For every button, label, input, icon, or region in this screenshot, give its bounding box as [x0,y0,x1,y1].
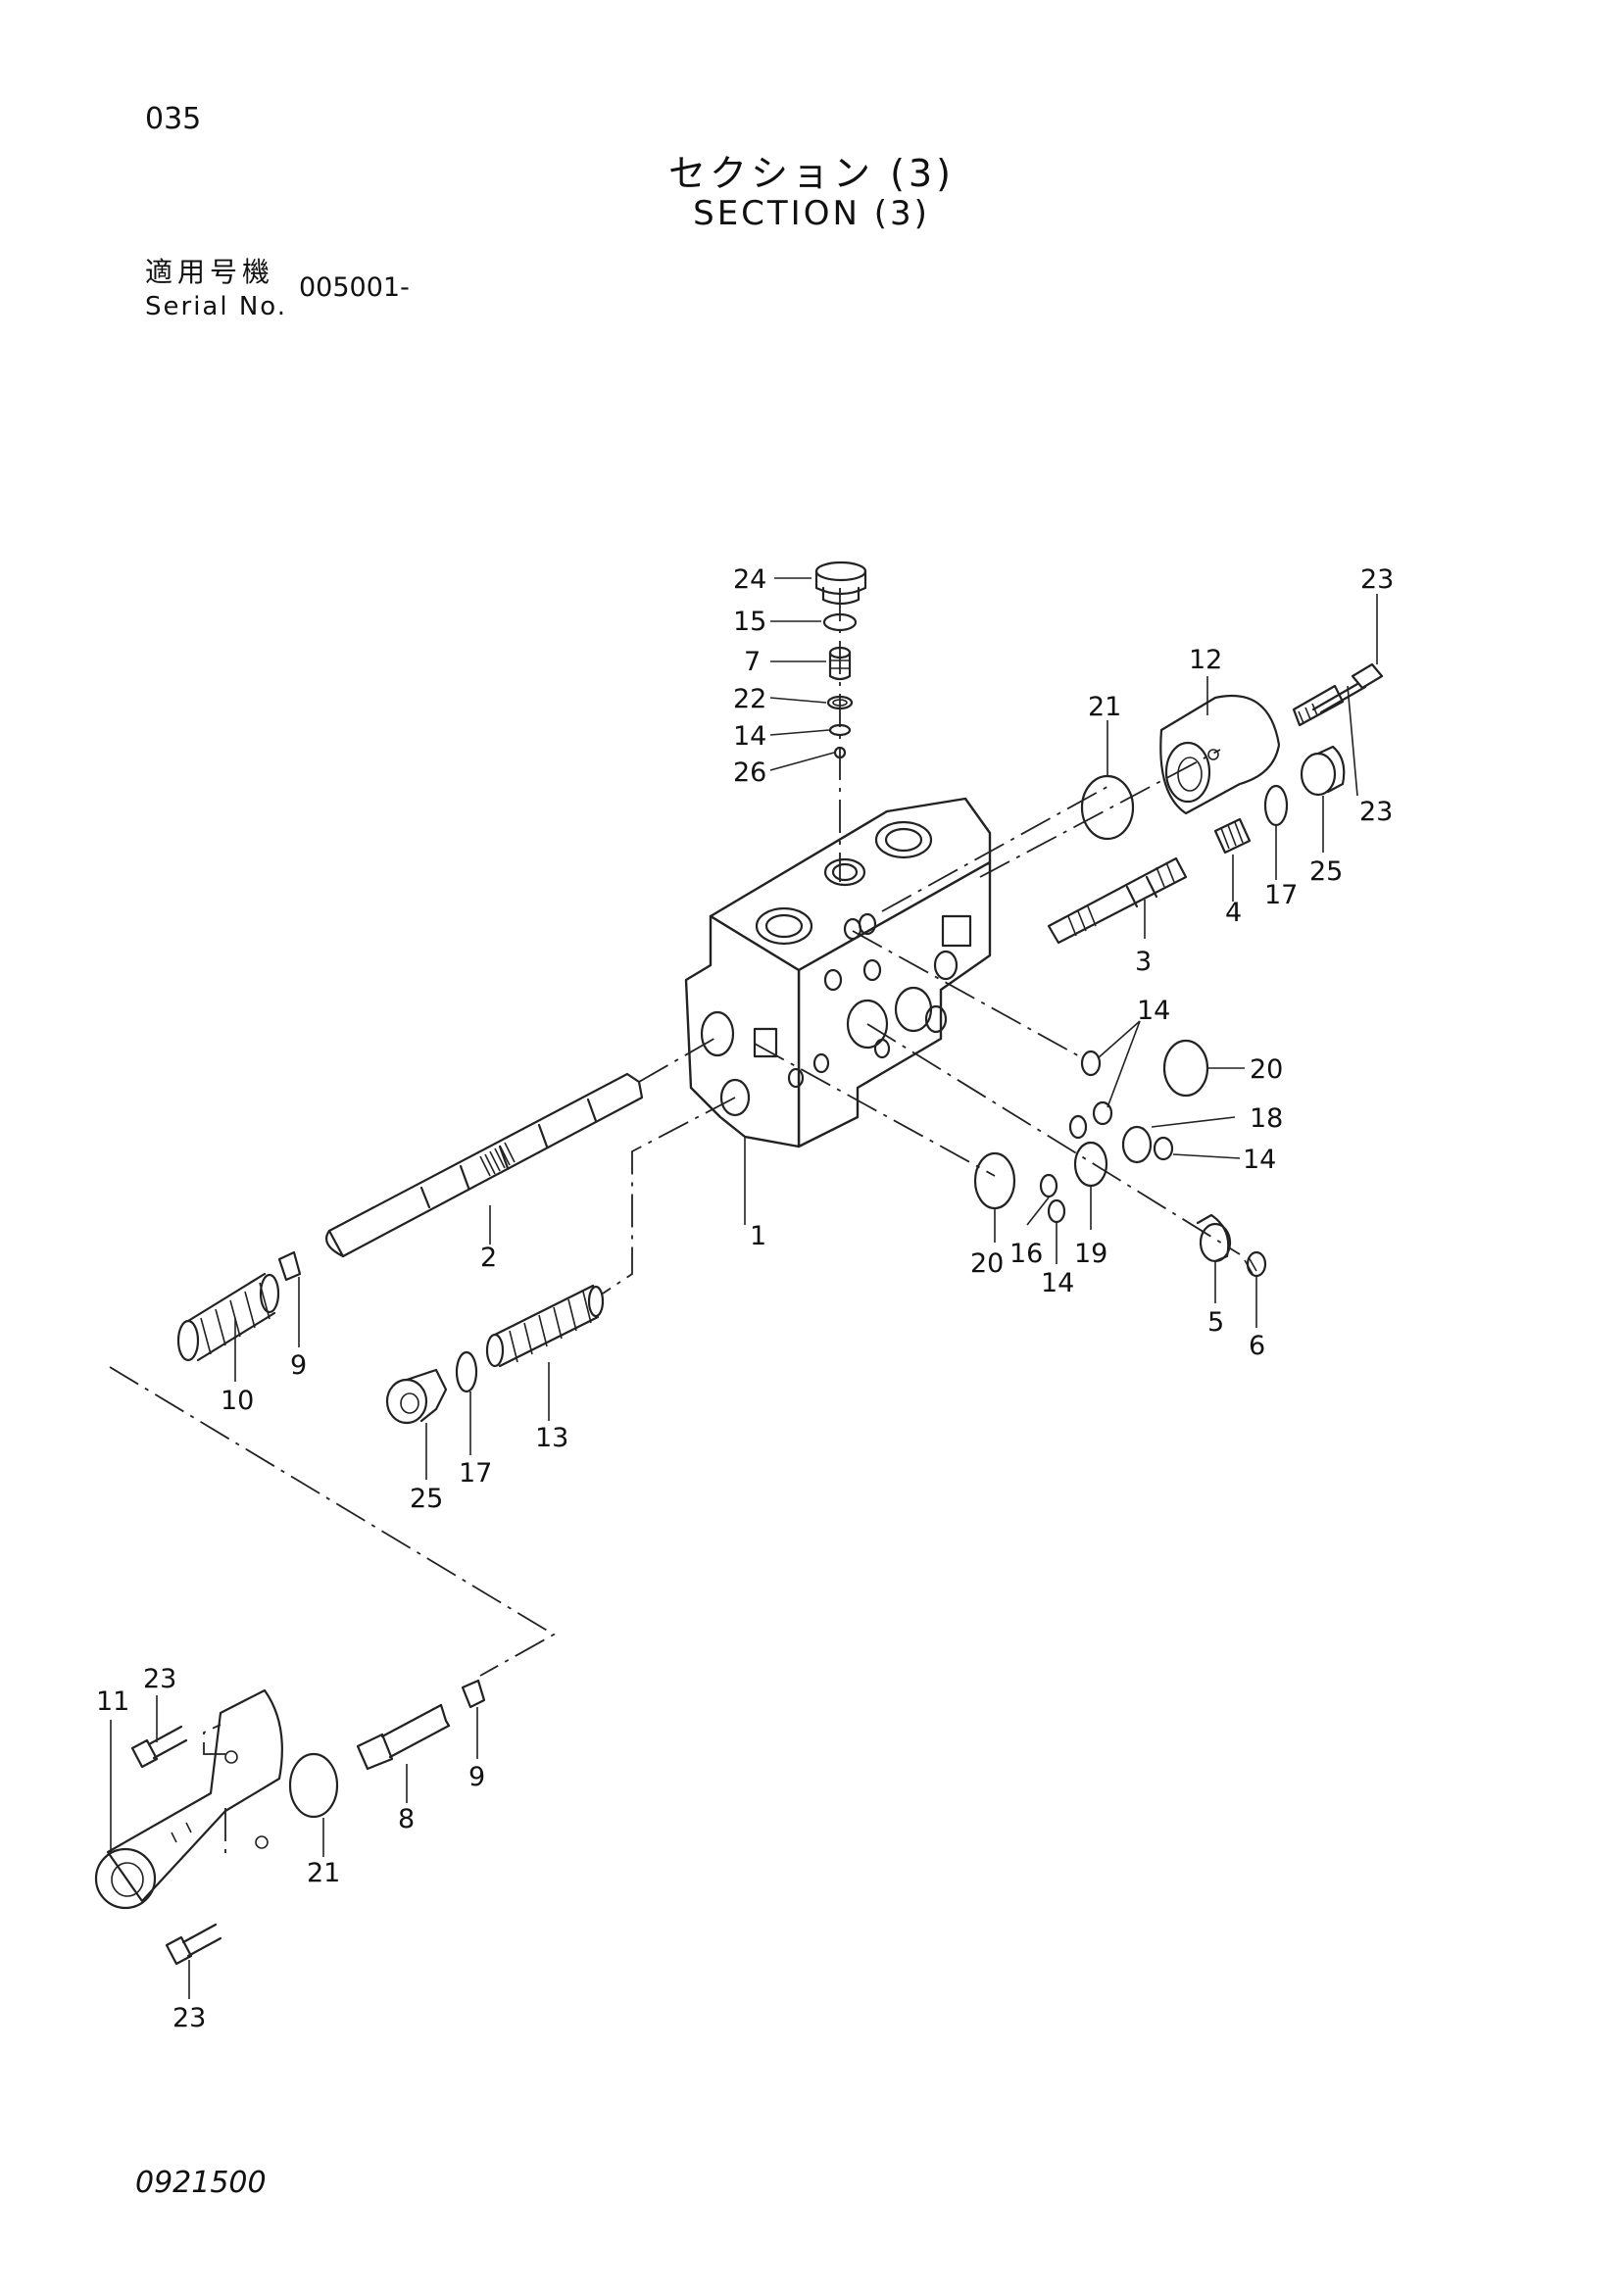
spool-3 [1047,856,1188,945]
callout-23-right: 23 [1359,797,1393,827]
plug-25-lower [385,1368,448,1425]
plug-24 [814,561,867,606]
valve-section-body [684,797,992,1148]
o-ring-14-d [1153,1136,1174,1161]
bolt-23-upper-b [1292,684,1345,727]
o-ring-19 [1073,1141,1108,1188]
retainer-9-upper [277,1250,302,1282]
retainer-9-lower [461,1679,486,1709]
spring-10 [176,1272,280,1362]
cover-12 [1159,694,1281,815]
callout-15: 15 [733,607,766,637]
o-ring-17-upper [1263,784,1289,827]
callout-23-lower-b: 23 [172,2003,206,2033]
callout-3: 3 [1135,947,1152,977]
o-ring-14-e [1047,1198,1066,1224]
callout-12: 12 [1189,645,1222,675]
callout-5: 5 [1207,1307,1224,1338]
plug-5 [1196,1213,1232,1263]
page-title-en: SECTION (3) [693,194,930,233]
callout-17-upper: 17 [1264,880,1298,910]
callout-21-lower: 21 [307,1858,340,1888]
callout-11: 11 [96,1686,129,1717]
serial-label-jp: 適用号機 [145,256,275,288]
o-ring-20-left [973,1151,1016,1210]
spool [325,1072,644,1258]
doc-code: 0921500 [135,2166,267,2200]
serial-label-en: Serial No. [145,292,287,321]
callout-25-lower: 25 [410,1484,443,1514]
callout-26: 26 [733,757,766,788]
o-ring-17-lower [455,1350,478,1393]
callout-25-upper: 25 [1309,856,1343,887]
cap-11 [94,1688,283,1910]
page-title-jp: セクション (3) [668,152,955,195]
callout-21-upper: 21 [1088,692,1121,722]
stopper-8 [356,1703,451,1771]
o-ring-21-upper [1080,774,1135,841]
o-ring-21-lower [288,1752,339,1819]
callout-16: 16 [1009,1239,1043,1269]
callout-18: 18 [1250,1103,1283,1134]
callout-20-right: 20 [1250,1054,1283,1085]
callout-2: 2 [480,1243,497,1273]
o-ring-14-c [1068,1114,1088,1140]
callout-10: 10 [221,1386,254,1416]
callout-19: 19 [1074,1239,1107,1269]
bolt-23-lower-a [130,1725,188,1769]
bolt-23-lower-b [165,1923,222,1966]
callout-1: 1 [750,1221,766,1251]
callout-9-upper: 9 [290,1350,307,1381]
callout-7: 7 [744,647,761,677]
callout-14-a: 14 [1137,996,1170,1026]
callout-13: 13 [535,1423,568,1453]
callout-20-left: 20 [970,1248,1004,1279]
callout-9-lower: 9 [468,1762,485,1792]
o-ring-20-right [1162,1039,1209,1098]
callout-14-top: 14 [733,721,766,752]
callout-24: 24 [733,564,766,595]
plug-25-upper [1300,745,1346,797]
o-ring-16 [1039,1173,1058,1198]
callout-14-b: 14 [1243,1145,1276,1175]
o-ring-14-a [1080,1050,1102,1077]
callout-8: 8 [398,1804,415,1834]
leader-lines [110,577,1378,1999]
spring-13 [485,1284,605,1368]
o-ring-18 [1121,1125,1153,1164]
page-number: 035 [145,102,202,136]
callout-23-top: 23 [1360,564,1394,595]
callout-22: 22 [733,684,766,714]
callout-14-c: 14 [1041,1268,1074,1298]
piston-4 [1213,817,1252,855]
callout-17-lower: 17 [459,1458,492,1489]
center-lines [109,588,1241,1855]
callout-4: 4 [1225,898,1242,928]
callout-23-lower-a: 23 [143,1664,176,1694]
callout-6: 6 [1249,1331,1265,1361]
o-ring-14-b [1092,1100,1113,1126]
serial-value: 005001- [299,272,410,303]
spring-6 [1244,1250,1267,1278]
callout-labels: 1 2 3 4 5 6 7 8 9 9 10 11 12 13 14 14 14… [96,564,1394,2033]
